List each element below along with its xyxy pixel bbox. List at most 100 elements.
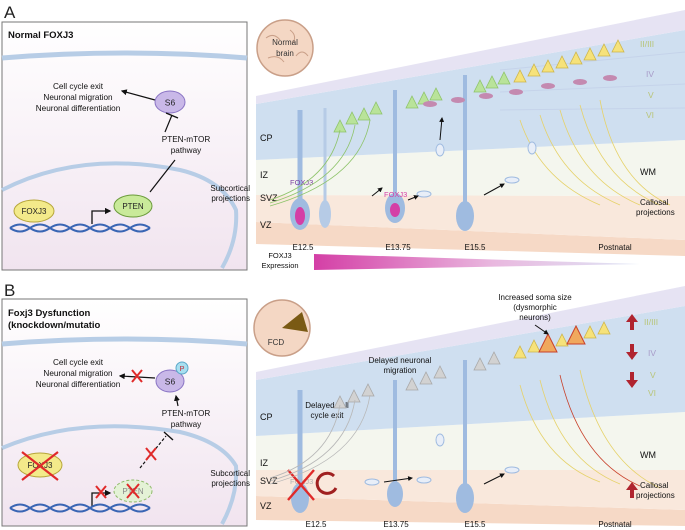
layer-ii-iii-a: II/III: [640, 39, 654, 49]
layer-line-a-3: [499, 107, 685, 111]
pten-label-a: PTEN: [122, 202, 144, 211]
up-arrow-b: [173, 394, 180, 407]
outcome-list-b: Cell cycle exit Neuronal migration Neuro…: [36, 358, 121, 389]
zone-iz-a: IZ: [260, 170, 269, 180]
time-postnatal-a: Postnatal: [598, 243, 632, 252]
time-postnatal-b: Postnatal: [598, 520, 632, 529]
layer-iv-a: IV: [646, 69, 654, 79]
zone-vz-a: VZ: [260, 220, 272, 230]
down-arrow-v: [626, 372, 638, 388]
pten-to-pathway-arrow-a: [149, 159, 176, 193]
inhibit-bar-b: [163, 431, 174, 441]
expression-label-2: Expression: [261, 261, 298, 270]
callosal-axons-a: [519, 99, 671, 206]
callosal-label-a-1: Callosal: [640, 198, 669, 207]
gray-neurons-b: [333, 351, 501, 409]
outcome-a-1: Cell cycle exit: [53, 82, 104, 91]
dysfunction-box-title-2: (knockdown/mutatio: [8, 320, 101, 331]
subcortical-label-a-1: Subcortical: [210, 184, 250, 193]
dna-strand-a-1: [9, 223, 151, 233]
subcortical-label-b-1: Subcortical: [210, 469, 250, 478]
time-e13-a: E13.75: [385, 243, 411, 252]
red-x-foxj3: [21, 451, 59, 481]
layer-iv-b: IV: [648, 348, 656, 358]
time-e13-b: E13.75: [383, 520, 409, 529]
expression-gradient: [314, 254, 640, 270]
migration-arrow-a-3: [371, 187, 383, 197]
iz-band-a: [256, 140, 685, 196]
s6-node-b: [155, 369, 185, 393]
phospho-node: [175, 361, 189, 375]
panel-a: A Normal FOXJ3 Cell cycle exit Neuronal …: [1, 3, 685, 271]
zone-labels-a: CP IZ SVZ VZ WM: [260, 133, 656, 230]
zone-iz-b: IZ: [260, 458, 269, 468]
dna-strand-b-1: [9, 503, 151, 513]
pathway-label-b-1: PTEN-mTOR: [162, 409, 211, 418]
foxj3-nucleus-a-2: [390, 203, 400, 217]
cortex-b: CP IZ SVZ VZ WM II/III IV V VI: [210, 286, 685, 529]
change-arrows-b: [626, 314, 638, 498]
migration-arrow-b-3: [534, 324, 549, 335]
panel-b: B Foxj3 Dysfunction (knockdown/mutatio C…: [1, 281, 685, 529]
radial-glia-a: [290, 75, 474, 231]
zone-labels-b: CP IZ SVZ VZ WM: [260, 412, 656, 511]
normal-box-title: Normal FOXJ3: [8, 30, 73, 41]
vz-band-b: [256, 496, 685, 526]
zone-cp-b: CP: [260, 412, 273, 422]
nucleus-membrane-a: [1, 161, 239, 269]
layer-labels-a: II/III IV V VI: [640, 39, 654, 120]
outcome-b-3: Neuronal differentiation: [36, 380, 121, 389]
fcd-brain-label: FCD: [268, 338, 285, 347]
pathway-label-b-2: pathway: [171, 420, 202, 429]
s6-node-a: [154, 90, 186, 114]
migration-arrow-a-1: [407, 195, 419, 201]
normal-box: [1, 21, 248, 271]
vz-band-a: [256, 222, 685, 256]
layer-vi-b: VI: [648, 388, 656, 398]
s6-label-b: S6: [165, 377, 176, 387]
mature-neurons-a: [513, 39, 625, 83]
fcd-brain-icon: FCD: [253, 299, 311, 357]
nucleus-membrane-b: [1, 424, 239, 525]
outcome-list-a: Cell cycle exit Neuronal migration Neuro…: [36, 82, 121, 113]
red-x-transcription: [95, 485, 107, 499]
dysmorphic-neurons-b: [538, 324, 586, 353]
zone-vz-b: VZ: [260, 501, 272, 511]
outcome-a-2: Neuronal migration: [43, 93, 113, 102]
young-neurons-a: [333, 71, 511, 133]
zone-svz-b: SVZ: [260, 476, 278, 486]
soma-size-label-3: neurons): [519, 313, 551, 322]
foxj3-node-a: [13, 199, 55, 223]
panel-a-letter: A: [4, 3, 16, 22]
delayed-migration-label-1: Delayed neuronal: [369, 356, 432, 365]
cortex-a: CP IZ SVZ VZ WM II/III IV V VI Normal br…: [210, 10, 685, 256]
migration-arrow-a-2: [483, 183, 505, 196]
callosal-label-a-2: projections: [636, 208, 675, 217]
dna-strand-a-2: [9, 223, 151, 233]
interneurons-a: [423, 75, 617, 107]
layer-line-a-2: [499, 83, 685, 93]
callosal-axons-b: [519, 369, 661, 489]
migrating-cells-b: [364, 433, 520, 486]
dna-strand-b-2: [9, 503, 151, 513]
inhibit-bar-a: [165, 112, 179, 119]
migrating-cells-a: [416, 141, 537, 198]
radial-glia-b: [291, 360, 474, 513]
s6-arrow-a: [120, 89, 156, 101]
migration-arrow-b-1: [383, 476, 413, 483]
foxj3-cell-label-a-1: FOXJ3: [290, 178, 313, 187]
red-x-outcome: [131, 369, 143, 383]
zone-wm-b: WM: [640, 450, 656, 460]
subcortical-axons-a: [269, 119, 371, 207]
cell-membrane-b: [1, 336, 248, 347]
pathway-label-a-2: pathway: [171, 146, 202, 155]
zone-svz-a: SVZ: [260, 193, 278, 203]
up-arrow-callosal: [626, 482, 638, 498]
layer-v-a: V: [648, 90, 654, 100]
transcription-arrow-a: [91, 207, 112, 224]
layer-ii-iii-b: II/III: [644, 317, 658, 327]
phospho-label: P: [179, 364, 184, 373]
callosal-label-b-1: Callosal: [640, 481, 669, 490]
up-arrow-ii-iii: [626, 314, 638, 330]
